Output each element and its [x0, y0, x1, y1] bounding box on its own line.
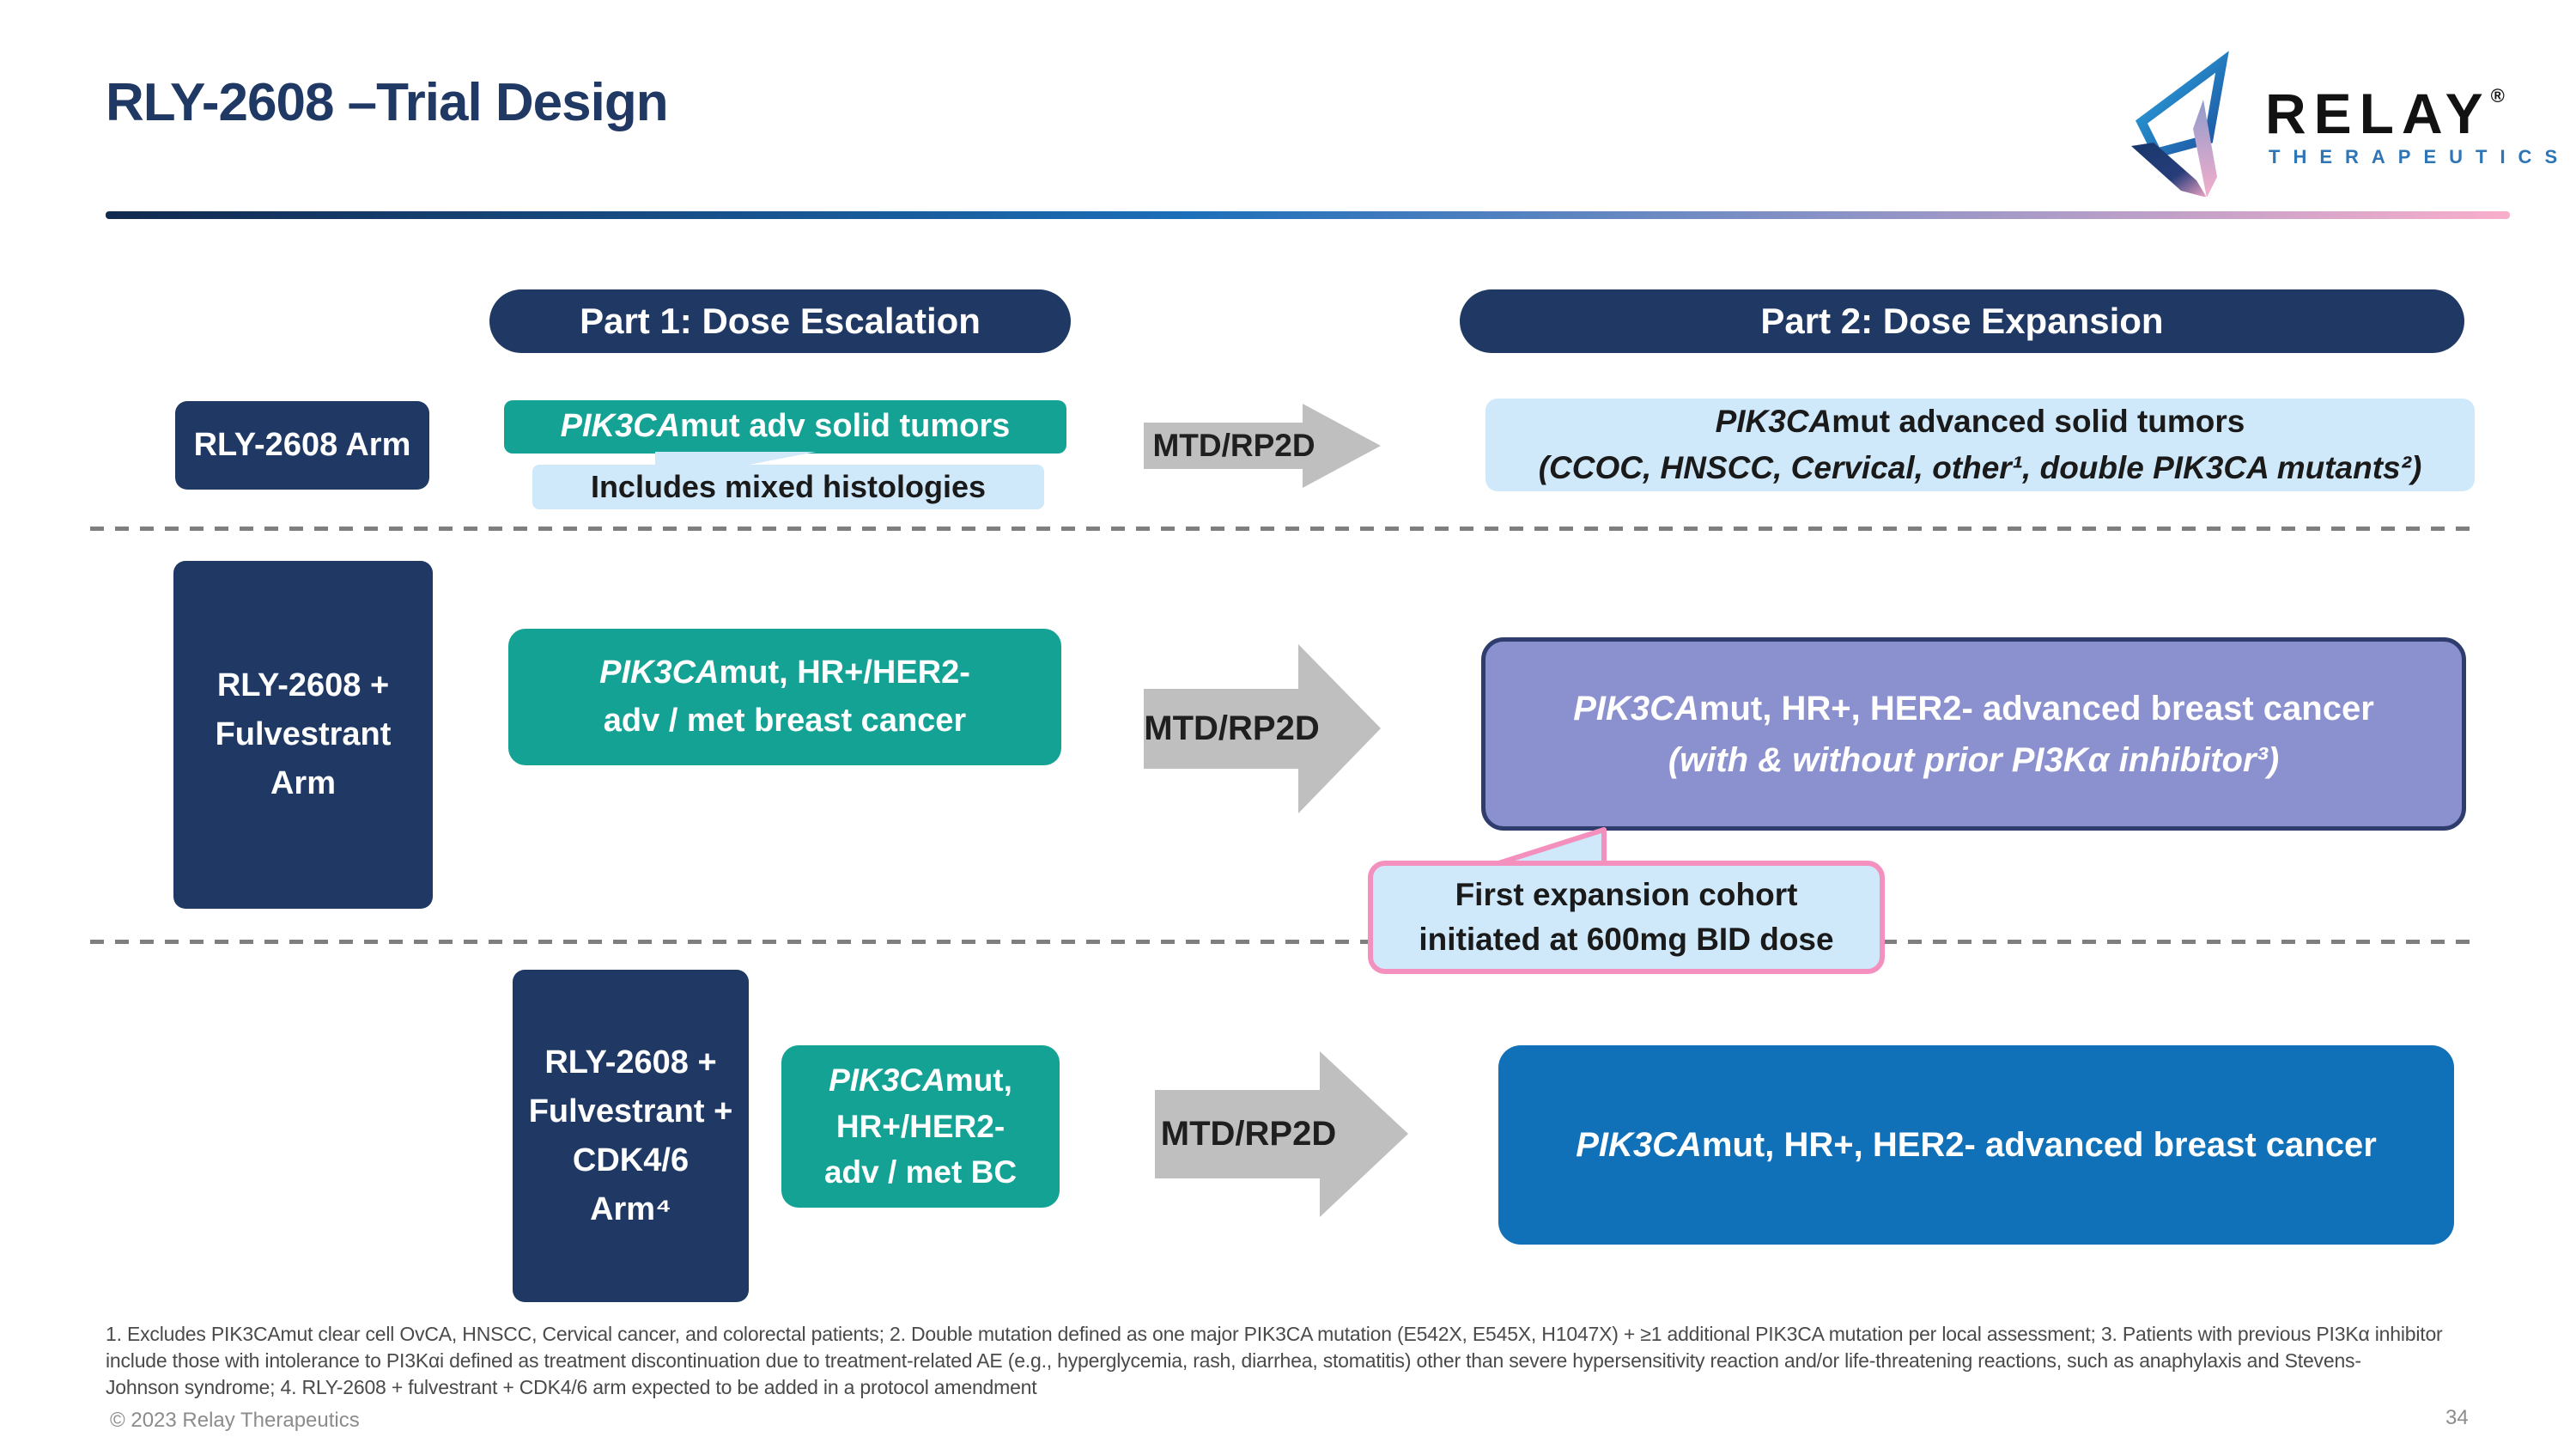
gene-name: PIK3CA [829, 1062, 945, 1099]
row3-mtd-rp2d-arrow: MTD/RP2D [1155, 1051, 1408, 1217]
arrow-right-icon [1144, 644, 1381, 813]
row1-note-box: Includes mixed histologies [532, 465, 1044, 509]
row3-escalation-box: PIK3CAmut, HR+/HER2- adv / met BC [781, 1045, 1060, 1208]
footnote-line-3: Johnson syndrome; 4. RLY-2608 + fulvestr… [106, 1376, 1037, 1398]
footnote-line-2: include those with intolerance to PI3Kαi… [106, 1349, 2361, 1372]
gene-name: PIK3CA [560, 408, 681, 445]
footnotes: 1. Excludes PIK3CAmut clear cell OvCA, H… [106, 1321, 2518, 1401]
page-title: RLY-2608 –Trial Design [106, 73, 669, 132]
arrow-label: MTD/RP2D [1152, 428, 1315, 463]
footer-copyright: © 2023 Relay Therapeutics [110, 1409, 360, 1432]
arrow-right-icon [1144, 404, 1381, 488]
part2-header-pill: Part 2: Dose Expansion [1460, 289, 2464, 353]
expansion-detail: (CCOC, HNSCC, Cervical, other¹, double P… [1538, 450, 2422, 485]
gene-name: PIK3CA [1715, 404, 1832, 440]
dashed-divider-1 [90, 527, 2477, 531]
gene-name: PIK3CA [599, 654, 720, 691]
gene-name: PIK3CA [1576, 1125, 1702, 1164]
dashed-divider-2 [90, 940, 2477, 944]
arrow-label: MTD/RP2D [1144, 709, 1320, 747]
relay-logo: RELAY® THERAPEUTICS [2128, 31, 2557, 198]
page-number: 34 [2445, 1406, 2469, 1429]
expansion-cohort-callout: First expansion cohort initiated at 600m… [1368, 861, 1885, 974]
row1-arm-box: RLY-2608 Arm [175, 401, 429, 490]
row2-arm-box: RLY-2608 + Fulvestrant Arm [173, 561, 433, 909]
row3-arm-box: RLY-2608 + Fulvestrant + CDK4/6 Arm⁴ [513, 970, 749, 1302]
header-divider [106, 211, 2510, 219]
row1-expansion-box: PIK3CAmut advanced solid tumors (CCOC, H… [1485, 399, 2475, 491]
row2-mtd-rp2d-arrow: MTD/RP2D [1144, 644, 1381, 813]
relay-logo-mark-icon [2131, 51, 2229, 197]
row1-note-tail-icon [655, 452, 816, 467]
row2-expansion-box: PIK3CAmut, HR+, HER2- advanced breast ca… [1481, 637, 2466, 831]
arrow-right-icon [1155, 1051, 1408, 1217]
arrow-label: MTD/RP2D [1160, 1115, 1337, 1153]
relay-logo-subbrand: THERAPEUTICS [2269, 146, 2571, 167]
row3-expansion-box: PIK3CAmut, HR+, HER2- advanced breast ca… [1498, 1045, 2454, 1245]
relay-logo-brand: RELAY® [2265, 82, 2505, 145]
footnote-line-1: 1. Excludes PIK3CAmut clear cell OvCA, H… [106, 1323, 2443, 1345]
expansion-detail: (with & without prior PI3Kα inhibitor³) [1668, 740, 2280, 779]
row2-escalation-box: PIK3CAmut, HR+/HER2- adv / met breast ca… [508, 629, 1061, 765]
part1-header-pill: Part 1: Dose Escalation [489, 289, 1071, 353]
row1-mtd-rp2d-arrow: MTD/RP2D [1144, 404, 1381, 488]
row1-escalation-box: PIK3CAmut adv solid tumors [504, 400, 1066, 454]
registered-mark: ® [2490, 85, 2505, 107]
gene-name: PIK3CA [1573, 689, 1699, 728]
